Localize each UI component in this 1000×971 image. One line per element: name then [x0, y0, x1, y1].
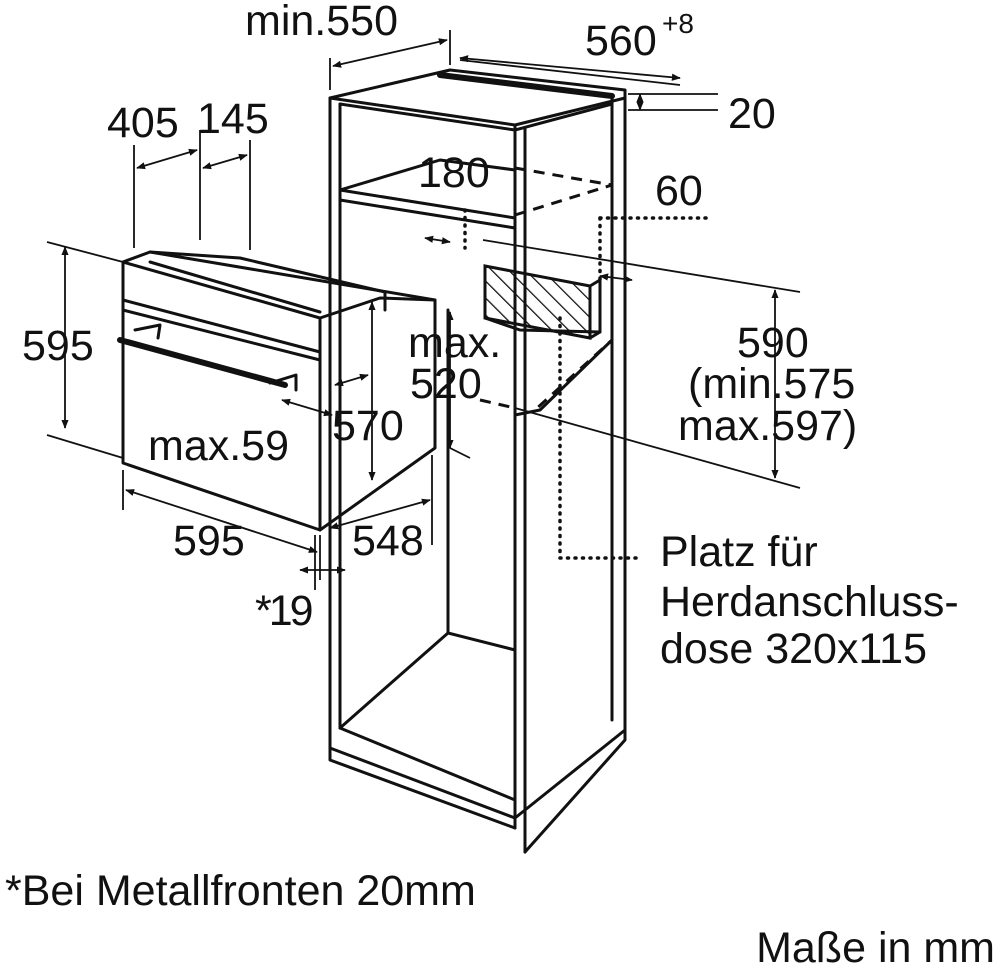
label-oven-width: 595 — [173, 517, 245, 565]
label-depth-180: 180 — [418, 149, 490, 197]
label-niche-height: 590 — [737, 319, 809, 367]
label-oven-height: 595 — [22, 322, 94, 370]
footnote: *Bei Metallfronten 20mm — [5, 867, 476, 915]
label-cabinet-width-tolerance: +8 — [662, 8, 694, 39]
label-max-depth-line2: 520 — [410, 360, 482, 408]
cabinet — [328, 68, 627, 854]
label-front-thickness: *19 — [255, 587, 312, 635]
socket-note: Platz für Herdanschluss- dose 320x115 — [660, 528, 959, 673]
label-cabinet-width: 560 — [585, 17, 657, 65]
label-handle-depth: max.59 — [148, 422, 289, 470]
label-gap-60: 60 — [655, 167, 703, 215]
label-side-panel: 20 — [728, 90, 776, 138]
units-note: Maße in mm — [756, 924, 995, 971]
socket-note-line1: Platz für — [660, 528, 818, 576]
dimension-labels: min.550 560 +8 20 405 145 180 60 595 590… — [22, 0, 857, 635]
label-niche-height-min: (min.575 — [688, 360, 855, 408]
label-max-depth-line1: max. — [408, 319, 501, 367]
dimension-lines — [46, 30, 801, 590]
socket-note-line2: Herdanschluss- — [660, 578, 959, 626]
socket-note-line3: dose 320x115 — [660, 625, 927, 673]
label-depth-405: 405 — [107, 99, 179, 147]
label-depth-145: 145 — [197, 95, 269, 143]
label-cabinet-depth: min.550 — [245, 0, 398, 45]
label-oven-depth: 548 — [352, 517, 424, 565]
label-body-height: 570 — [332, 402, 404, 450]
label-niche-height-max: max.597) — [678, 402, 857, 450]
oven — [117, 250, 437, 532]
